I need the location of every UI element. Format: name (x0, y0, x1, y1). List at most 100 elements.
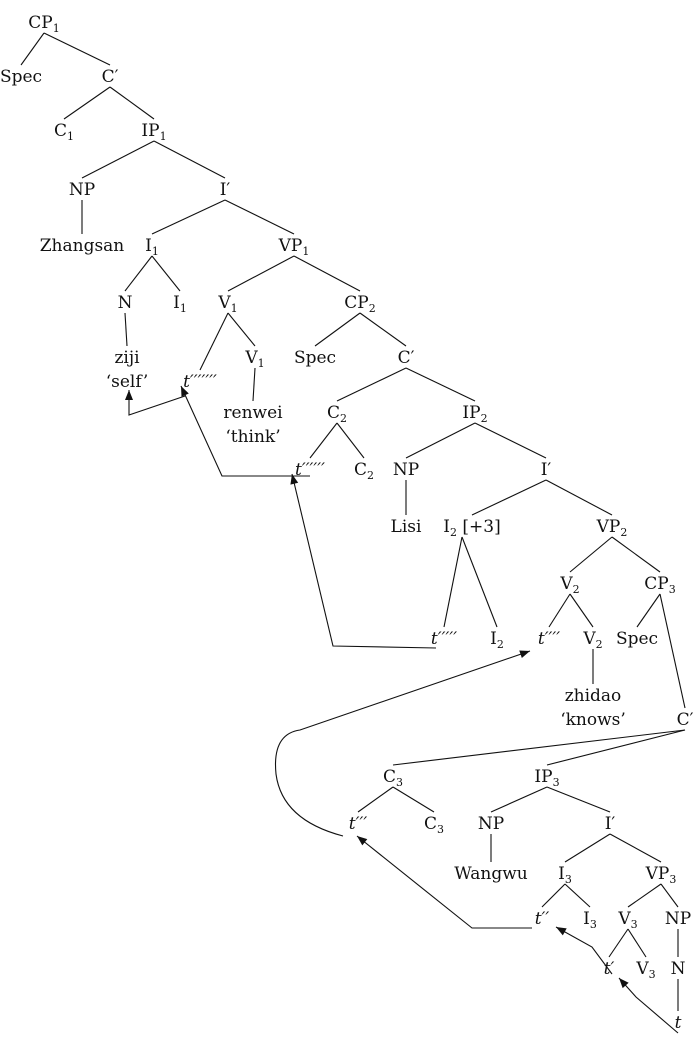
node-ziji-label: ziji (114, 348, 140, 368)
node-vp1: VP1 (278, 236, 310, 258)
node-i1-subscript: 1 (152, 245, 159, 258)
node-cbar1-label: C′ (102, 67, 119, 87)
node-v3-subscript: 3 (631, 918, 638, 931)
node-v2-label: V (559, 574, 573, 594)
node-t4-label: t′′′′ (538, 629, 560, 649)
edge-i2-i2b (461, 536, 498, 628)
node-spec1: Spec (0, 67, 42, 87)
arrow-t3-to-t4-line (274, 650, 531, 837)
node-renwei: renwei (223, 403, 283, 423)
node-wangwu: Wangwu (454, 864, 528, 884)
node-ibar3: I′ (605, 814, 616, 834)
edge-vp1-v1 (227, 255, 295, 292)
node-t2-label: t′′ (535, 909, 550, 929)
edge-c2-t6 (309, 422, 338, 459)
node-v2b-label: V (582, 629, 596, 649)
node-v3: V3 (617, 909, 637, 931)
edge-cp1-cbar1 (43, 32, 111, 66)
node-i3b-label: I (583, 909, 590, 929)
edge-n1-ziji (124, 312, 128, 347)
node-i2-feature: [+3] (457, 517, 501, 537)
node-np3-label: NP (478, 814, 504, 834)
node-i2b-label: I (490, 629, 497, 649)
node-zhangsan-label: Zhangsan (40, 236, 125, 256)
node-n1-label: N (118, 293, 133, 313)
node-cbar2-label: C′ (398, 348, 415, 368)
node-t4: t′′′′ (538, 629, 560, 649)
node-cp3: CP3 (644, 574, 675, 596)
edge-i3-t2 (541, 883, 566, 908)
node-v2-subscript: 2 (573, 583, 580, 596)
node-i3: I3 (558, 864, 572, 886)
node-i1b: I1 (173, 293, 187, 315)
edge-cbar1-ip1 (109, 86, 155, 120)
node-vp3-subscript: 3 (669, 873, 676, 886)
movement-arrows (125, 385, 679, 1034)
node-v1-label: V (217, 293, 231, 313)
edge-cbar3-ip3 (546, 729, 686, 766)
edge-v1-v1b (227, 312, 256, 347)
node-n4-label: N (671, 959, 686, 979)
edge-cbar1-c1 (63, 86, 111, 120)
node-v3b-subscript: 3 (649, 968, 656, 981)
node-c2-subscript: 2 (340, 412, 347, 425)
edge-v1-t7 (199, 312, 229, 371)
arrow-t5-to-t6-head (290, 474, 299, 485)
edge-ip2-np2 (405, 422, 476, 459)
node-cp2-label: CP (344, 293, 368, 313)
node-np4: NP (665, 909, 691, 929)
node-ip2: IP2 (462, 403, 487, 425)
edge-ip1-ibar1 (153, 140, 226, 179)
arrow-t7-to-ziji-head (125, 390, 133, 400)
arrow-t6-to-t7-head (181, 386, 189, 397)
edge-vp1-cp2 (293, 255, 361, 292)
edge-c2-c2b (336, 422, 365, 459)
node-zhangsan: Zhangsan (40, 236, 125, 256)
edge-ibar1-i1 (151, 199, 226, 235)
node-spec3-label: Spec (616, 629, 658, 649)
node-vp2-label: VP (596, 517, 621, 537)
node-spec2: Spec (294, 348, 336, 368)
node-c3b-subscript: 3 (437, 823, 444, 836)
edge-ibar2-i2 (471, 479, 547, 516)
node-vp3-label: VP (645, 864, 670, 884)
edge-ip1-np1 (81, 140, 155, 179)
node-lisi-label: Lisi (391, 517, 422, 537)
node-vp2-subscript: 2 (620, 526, 627, 539)
edge-cp2-cbar2 (359, 312, 407, 347)
node-c1-label: C (54, 121, 67, 141)
arrow-t-to-t1-head (619, 978, 629, 989)
node-ibar1-label: I′ (220, 180, 231, 200)
node-think-label: ‘think’ (225, 427, 280, 447)
edge-ibar3-vp3 (609, 833, 662, 863)
node-zhidao: zhidao (565, 686, 622, 706)
arrow-t2-to-t3-line (356, 835, 532, 929)
node-cp3-label: CP (644, 574, 668, 594)
arrow-t6-to-t7-line (180, 385, 310, 477)
node-i1b-label: I (173, 293, 180, 313)
node-i3-subscript: 3 (565, 873, 572, 886)
node-v1b-label: V (244, 348, 258, 368)
node-np2: NP (393, 460, 419, 480)
node-c2-label: C (327, 403, 340, 423)
node-ip1-subscript: 1 (160, 130, 167, 143)
arrow-t1-to-t2-head (556, 927, 567, 936)
node-i2-label: I (443, 517, 450, 537)
node-np1: NP (69, 180, 95, 200)
node-c3: C3 (383, 767, 403, 789)
edge-i1-n1 (124, 255, 153, 292)
node-i2b: I2 (490, 629, 504, 651)
node-t7-label: t′′′′′′′ (183, 372, 217, 392)
node-ibar1: I′ (220, 180, 231, 200)
node-ip3-label: IP (534, 767, 552, 787)
node-np4-label: NP (665, 909, 691, 929)
node-i2: I2 [+3] (443, 517, 500, 539)
node-t5-label: t′′′′′ (431, 629, 457, 649)
node-v1b: V1 (244, 348, 264, 370)
node-t0-label: t (675, 1013, 682, 1033)
node-ip1: IP1 (141, 121, 166, 143)
node-c2b-label: C (354, 460, 367, 480)
node-t3-label: t′′′ (349, 814, 368, 834)
arrow-t1-to-t2-line (555, 926, 613, 975)
edge-cbar3-c3 (392, 729, 686, 766)
